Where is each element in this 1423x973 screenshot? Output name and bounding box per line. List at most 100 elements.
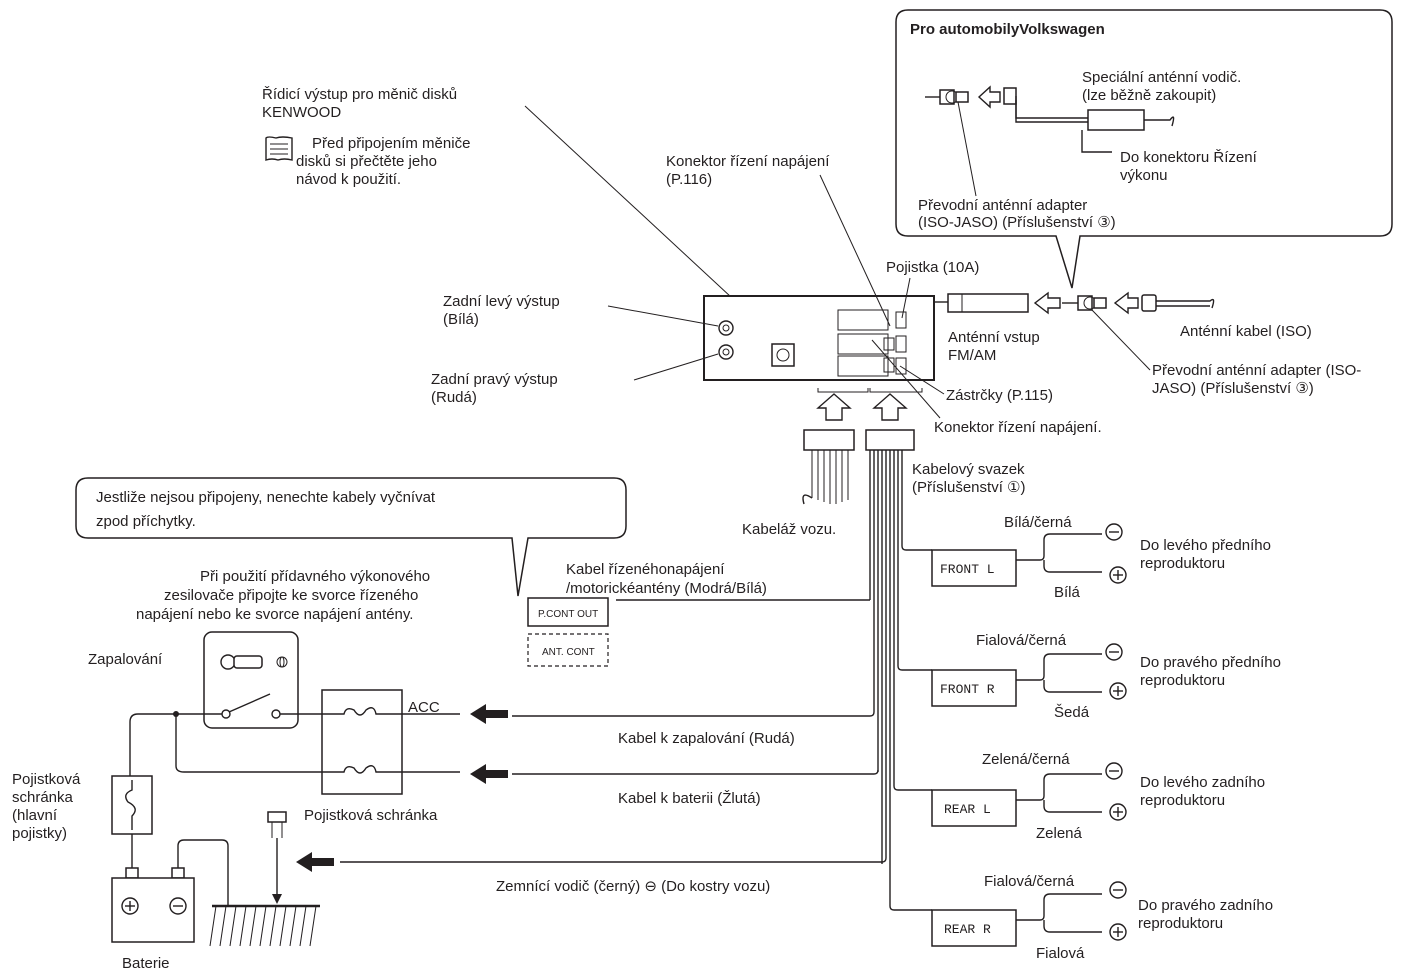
rear-left-jack [718,320,734,336]
ignition-key-icon [220,654,288,670]
speaker-pos-color: Zelená [1036,825,1083,842]
power-conn-top-1: Konektor řízení napájení [666,153,830,170]
antenna-input-plug [947,293,1029,313]
rear-right-jack [718,344,734,360]
vw-adapter-plug-icon [925,89,969,105]
speaker-dest-2: reproduktoru [1140,792,1225,809]
speaker-dest-1: Do levého zadního [1140,774,1265,791]
rear-right-2: (Rudá) [431,389,477,406]
speaker-tag: REAR R [944,922,991,937]
rear-right-1: Zadní pravý výstup [431,371,558,388]
speaker-pos-color: Šedá [1054,704,1090,721]
speaker-dest-2: reproduktoru [1138,915,1223,932]
speaker-neg-color: Fialová/černá [984,873,1075,890]
warning-callout: Jestliže nejsou připojeny, nenechte kabe… [75,477,627,597]
changer-port [771,343,795,367]
speaker-rear-l: REAR L Zelená/černá Zelená Do levého zad… [931,751,1265,842]
amp-note-2: zesilovače připojte ke svorce řízeného [164,587,418,604]
fusebox-label: Pojistková schránka [304,807,438,824]
ant-cont-terminal [527,633,609,667]
pcont-cable-1: Kabel řízenéhonapájení [566,561,725,578]
warning-line-1: Jestliže nejsou připojeny, nenechte kabe… [96,489,436,506]
head-unit [703,293,1029,381]
warning-line-2: zpod příchytky. [96,513,196,530]
speaker-tag: FRONT R [940,682,995,697]
harness-1: Kabelový svazek [912,461,1025,478]
main-fuse-1: Pojistková [12,771,81,788]
main-fuse-4: pojistky) [12,825,67,842]
speaker-front-r: FRONT R Fialová/černá Šedá Do pravého př… [931,632,1281,721]
antenna-cable-plug-icon [1141,294,1215,312]
plus-terminal-icon [1109,566,1127,584]
bat-arrow-icon [470,764,508,784]
speaker-pos-color: Bílá [1054,584,1081,601]
fuse-box [321,689,403,795]
speaker-neg-color: Zelená/černá [982,751,1070,768]
plus-terminal-icon [1109,923,1127,941]
changer-line-1: Řídicí výstup pro měnič disků [262,86,457,103]
main-fuse-2: schránka [12,789,74,806]
plus-terminal-icon [1109,682,1127,700]
chassis-ground-icon [209,904,320,947]
ant-cont-label: ANT. CONT [542,647,595,658]
pcont-out-label: P.CONT OUT [538,609,598,620]
battery [111,834,229,943]
speaker-front-l: FRONT L Bílá/černá Bílá Do levého přední… [931,514,1271,601]
antenna-cable-label: Anténní kabel (ISO) [1180,323,1312,340]
vw-lead-connector-icon [1003,87,1175,153]
speaker-dest-2: reproduktoru [1140,672,1225,689]
changer-label-group: Řídicí výstup pro měnič disků KENWOOD Př… [262,86,787,349]
speaker-tag: FRONT L [940,562,995,577]
vw-title: Pro automobilyVolkswagen [910,21,1105,38]
speaker-neg-color: Bílá/černá [1004,514,1072,531]
changer-line-2: KENWOOD [262,104,341,121]
changer-note-3: návod k použití. [296,171,401,188]
vw-special-lead-2: (lze běžně zakoupit) [1082,87,1216,104]
antenna-in-1: Anténní vstup [948,329,1040,346]
bat-cable-label: Kabel k baterii (Žlutá) [618,790,761,807]
ign-cable-label: Kabel k zapalování (Rudá) [618,730,795,747]
minus-terminal-icon [1105,523,1123,541]
ground-bolt-icon [267,811,287,904]
accessory-harness-connector [865,429,915,451]
ground-arrow-icon [296,852,334,872]
acc-label: ACC [408,699,440,716]
minus-terminal-icon [1105,762,1123,780]
ignition-switch [203,631,299,729]
ignition-label: Zapalování [88,651,163,668]
power-wiring [129,711,460,776]
vw-to-power-1: Do konektoru Řízení [1120,149,1258,166]
plus-terminal-icon [1109,803,1127,821]
changer-note-2: disků si přečtěte jeho [296,153,437,170]
vw-special-lead-1: Speciální anténní vodič. [1082,69,1241,86]
main-fuse-3: (hlavní [12,807,58,824]
vw-arrow-icon [977,85,1001,109]
amp-note-3: napájení nebo ke svorce napájení antény. [136,606,413,623]
vehicle-harness-label: Kabeláž vozu. [742,521,836,538]
main-fuse-box [111,775,153,835]
antenna-arrow-2-icon [1113,291,1139,315]
speaker-dest-1: Do pravého zadního [1138,897,1273,914]
up-arrow-right-icon [872,393,908,421]
battery-label: Baterie [122,955,170,972]
rear-left-1: Zadní levý výstup [443,293,560,310]
harness-2: (Příslušenství ①) [912,479,1025,496]
vw-callout: Pro automobilyVolkswagen Speciální antén… [895,9,1393,289]
speaker-tag: REAR L [944,802,991,817]
antenna-in-2: FM/AM [948,347,996,364]
vw-adapter-1: Převodní anténní adapter [918,197,1087,214]
rear-left-2: (Bílá) [443,311,479,328]
vw-to-power-2: výkonu [1120,167,1168,184]
changer-note-1: Před připojením měniče [312,135,470,152]
vw-adapter-2: (ISO-JASO) (Příslušenství ③) [918,214,1116,231]
battery-minus-icon [169,897,187,915]
fuse-label: Pojistka (10A) [886,259,979,276]
pcont-out-terminal [527,597,609,627]
speaker-neg-color: Fialová/černá [976,632,1067,649]
speaker-rear-r: REAR R Fialová/černá Fialová Do pravého … [931,873,1273,962]
harness-wires [340,450,932,911]
amp-note-1: Při použití přídavného výkonového [200,568,430,585]
vehicle-harness-icon [802,429,855,505]
speaker-dest-2: reproduktoru [1140,555,1225,572]
